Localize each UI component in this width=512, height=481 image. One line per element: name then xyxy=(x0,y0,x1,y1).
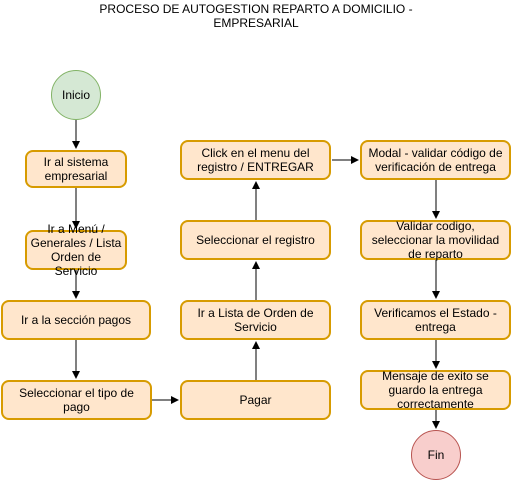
start-node: Inicio xyxy=(51,70,101,120)
node-seleccionar-registro: Seleccionar el registro xyxy=(180,220,331,260)
node-ir-lista-orden: Ir a Lista de Orden de Servicio xyxy=(180,300,331,340)
node-pagar: Pagar xyxy=(180,380,331,420)
end-node: Fin xyxy=(411,430,461,480)
diagram-title: PROCESO DE AUTOGESTION REPARTO A DOMICIL… xyxy=(99,2,413,30)
node-ir-seccion-pagos: Ir a la sección pagos xyxy=(1,300,151,340)
node-modal-validar: Modal - validar código de verificación d… xyxy=(360,140,511,180)
node-seleccionar-tipo-pago: Seleccionar el tipo de pago xyxy=(1,380,152,420)
node-validar-codigo: Validar codigo, seleccionar la movilidad… xyxy=(360,219,511,261)
node-verificamos-estado: Verificamos el Estado - entrega xyxy=(360,300,511,340)
node-ir-menu: Ir a Menú / Generales / Lista Orden de S… xyxy=(25,222,127,278)
node-mensaje-exito: Mensaje de exito se guardo la entrega co… xyxy=(360,369,511,411)
node-click-menu: Click en el menu del registro / ENTREGAR xyxy=(180,140,331,180)
node-ir-sistema: Ir al sistema empresarial xyxy=(25,150,127,188)
